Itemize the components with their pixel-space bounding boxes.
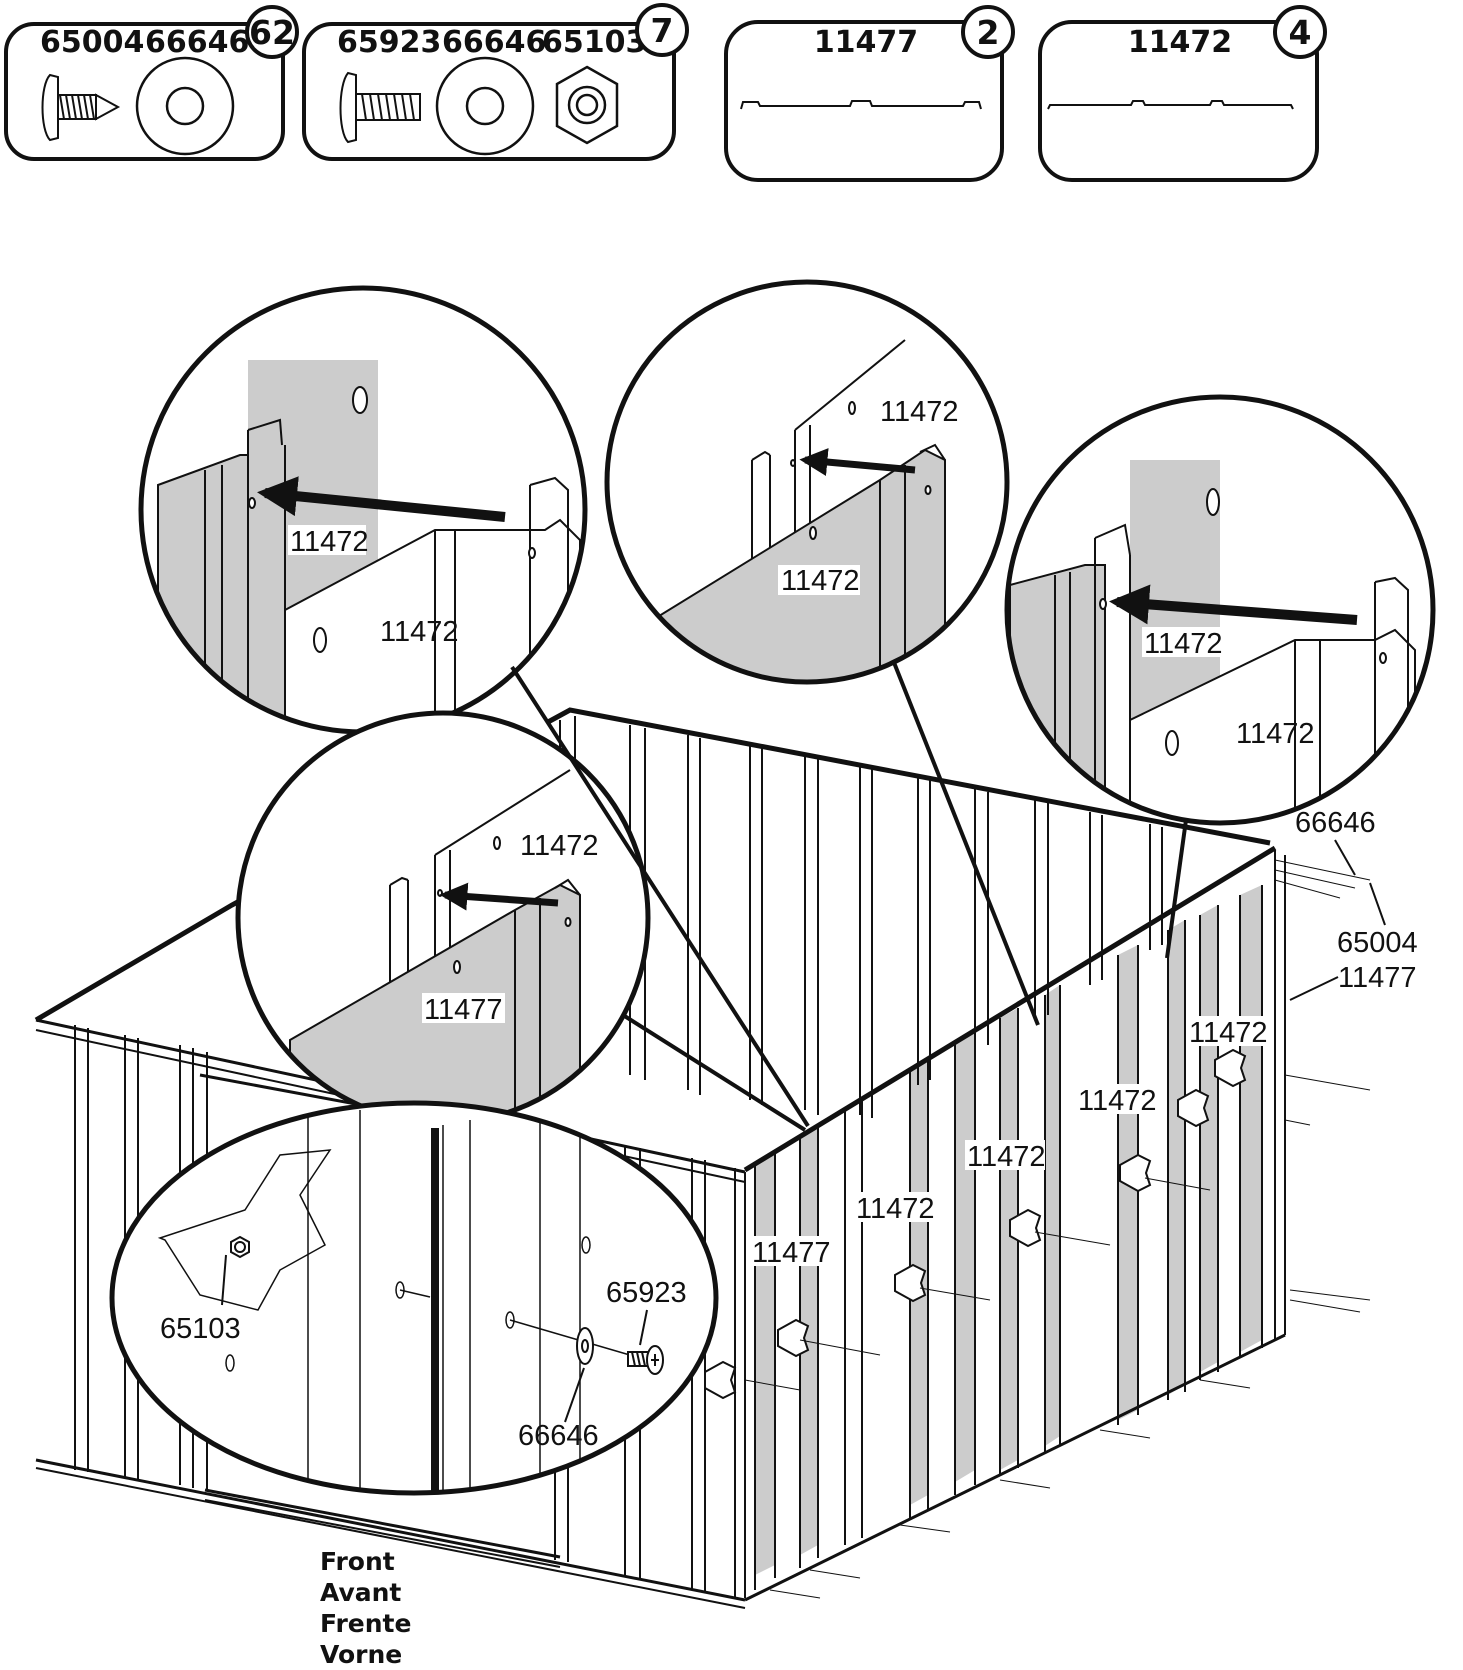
quantity-badge — [961, 5, 1015, 59]
part-number: 66646 — [442, 25, 546, 60]
footer-line: Frente — [320, 1609, 411, 1638]
parts-box-bolts: 65923 66646 65103 7 — [302, 3, 689, 161]
part-label: 11472 — [781, 565, 860, 597]
screw-leaders — [744, 859, 1371, 1599]
detail-callout-2: 11472 11472 — [604, 279, 1010, 685]
detail-callout-3: 11472 11472 — [1004, 394, 1436, 826]
detail-callout-1: 11472 11472 — [138, 285, 588, 735]
main-labels: 66646 65004 11477 11472 11472 11472 1147… — [750, 807, 1418, 1269]
part-label: 65923 — [606, 1277, 687, 1309]
panel-brackets — [704, 1048, 1247, 1400]
part-label: 11472 — [880, 396, 959, 428]
quantity-badge — [1273, 5, 1327, 59]
part-label: 11472 — [967, 1141, 1046, 1173]
detail-callout-4: 11472 11477 — [235, 710, 651, 1126]
quantity-badge — [635, 3, 689, 57]
quantity-label: 4 — [1289, 13, 1312, 52]
quantity-label: 2 — [977, 13, 1000, 52]
part-label: 11477 — [752, 1237, 831, 1269]
part-label: 11472 — [856, 1193, 935, 1225]
part-label: 11477 — [424, 994, 503, 1026]
part-number: 65923 — [337, 25, 441, 60]
part-label: 66646 — [518, 1420, 599, 1452]
detail-callout-5: 65103 65923 66646 — [109, 1100, 719, 1496]
nut-icon — [230, 1235, 250, 1259]
callout-leaders — [510, 659, 1188, 1132]
part-label: 11472 — [1236, 718, 1315, 750]
part-number: 11472 — [1128, 25, 1232, 60]
part-label: 11472 — [1144, 628, 1223, 660]
panel-profile-icon — [740, 100, 982, 110]
footer-line: Front — [320, 1547, 395, 1576]
part-label: 11472 — [290, 526, 369, 558]
quantity-label: 7 — [651, 11, 674, 50]
parts-box-panel-11477: 11477 2 — [724, 5, 1015, 182]
washer-icon — [135, 56, 235, 156]
part-number: 11477 — [814, 25, 918, 60]
part-label: 66646 — [1295, 807, 1376, 839]
part-label: 11472 — [1189, 1017, 1268, 1049]
bolt-65923-icon — [627, 1345, 664, 1375]
panel-profile-icon — [1047, 100, 1294, 110]
shed-frame — [34, 707, 1371, 1609]
footer-line: Vorne — [320, 1640, 402, 1669]
part-label: 11472 — [380, 616, 459, 648]
part-label: 11472 — [1078, 1085, 1157, 1117]
quantity-badge — [245, 5, 299, 59]
washer-icon — [576, 1327, 594, 1365]
quantity-label: 62 — [249, 13, 295, 52]
parts-box-panel-11472: 11472 4 — [1038, 5, 1327, 182]
orientation-label: Front Avant Frente Vorne — [320, 1547, 411, 1669]
parts-box-screws: 65004 66646 62 — [4, 5, 299, 161]
screw-65004-icon — [41, 73, 121, 142]
part-label: 11472 — [520, 830, 599, 862]
washer-icon — [435, 56, 535, 156]
bolt-65923-icon — [339, 71, 421, 144]
footer-line: Avant — [320, 1578, 401, 1607]
part-label: 65004 — [1337, 927, 1418, 959]
part-number: 65004 — [40, 25, 144, 60]
part-number: 66646 — [145, 25, 249, 60]
nut-icon — [555, 65, 619, 145]
part-label: 11477 — [1338, 962, 1417, 994]
part-label: 65103 — [160, 1313, 241, 1345]
part-number: 65103 — [542, 25, 646, 60]
